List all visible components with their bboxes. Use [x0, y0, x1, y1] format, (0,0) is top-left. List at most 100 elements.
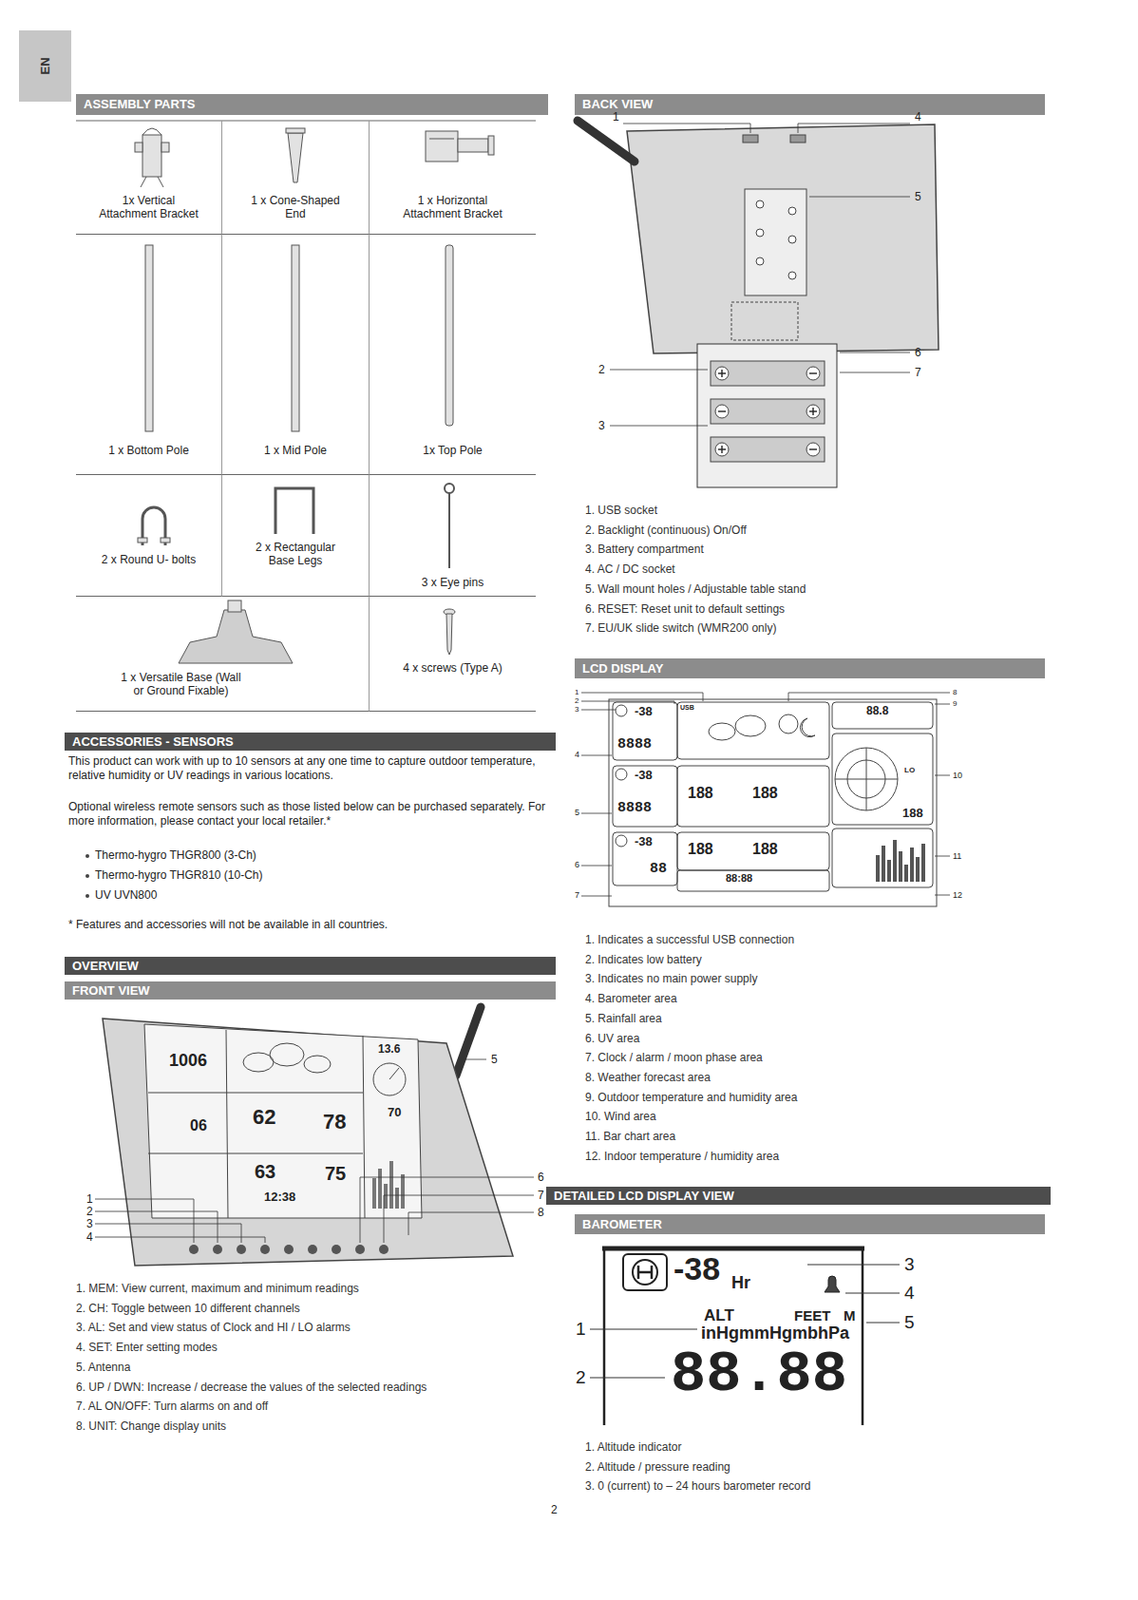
front-view-drawing	[455, 1006, 481, 1076]
lcd-layout-drawing	[778, 714, 798, 734]
lcd-layout-drawing	[612, 765, 678, 827]
list-item: 4. Barometer area	[585, 991, 678, 1006]
lcd-segment-text: 8888	[617, 736, 652, 754]
callout-number: 3	[598, 418, 606, 433]
callout-number: 3	[574, 704, 579, 715]
back-view-drawing	[788, 235, 797, 244]
part-name: 1x Vertical Attachment Bracket	[94, 193, 205, 221]
lcd-layout-drawing	[612, 832, 678, 886]
lcd-layout-drawing	[608, 699, 937, 907]
list-item: 5. Rainfall area	[585, 1011, 663, 1025]
lcd-detail-drawing	[603, 1248, 607, 1425]
list-item: 2. Backlight (continuous) On/Off	[585, 523, 747, 537]
body-text: Optional wireless remote sensors such as…	[68, 799, 549, 829]
part-drawing	[425, 131, 458, 162]
bullet-item: Thermo-hygro THGR800 (3-Ch)	[94, 848, 257, 862]
leader-line	[581, 813, 612, 815]
back-view-drawing	[710, 398, 825, 424]
bullet-item: Thermo-hygro THGR810 (10-Ch)	[94, 868, 264, 882]
list-item: 3. 0 (current) to – 24 hours barometer r…	[585, 1479, 811, 1493]
lcd-layout-drawing	[612, 701, 678, 760]
list-item: 1. Indicates a successful USB connection	[585, 932, 795, 947]
part-drawing	[287, 132, 304, 183]
leader-line	[581, 692, 950, 896]
back-view-drawing	[756, 228, 764, 237]
back-view-drawing	[697, 343, 837, 488]
leader-line	[360, 1176, 534, 1243]
front-view-drawing	[102, 1018, 513, 1266]
lcd-layout-drawing	[875, 839, 926, 882]
list-item: 5. Wall mount holes / Adjustable table s…	[585, 582, 806, 596]
section-band: ASSEMBLY PARTS	[75, 94, 549, 115]
lcd-segment-text: -38	[634, 703, 653, 720]
callout-number: 7	[914, 365, 922, 380]
back-view-drawing	[809, 372, 817, 374]
back-view-drawing	[790, 134, 806, 143]
section-band: DETAILED LCD DISPLAY VIEW	[546, 1186, 1051, 1205]
list-item: 2. Altitude / pressure reading	[585, 1460, 731, 1474]
part-name: 1x Top Pole	[422, 443, 483, 457]
leader-line	[609, 123, 911, 426]
back-view-drawing	[718, 410, 726, 412]
front-view-drawing	[331, 1244, 342, 1254]
lcd-segment-text: 188	[687, 839, 714, 858]
lcd-layout-drawing	[677, 870, 830, 892]
lcd-digits: 13.6	[378, 1042, 400, 1056]
front-view-drawing	[372, 1177, 377, 1209]
list-item: 10. Wind area	[585, 1109, 657, 1123]
part-drawing	[142, 128, 162, 135]
parts-table-cell: 2 x Round U- bolts	[75, 474, 223, 597]
leader-line	[839, 352, 911, 354]
back-view-drawing	[744, 189, 807, 296]
front-view-drawing	[400, 1174, 405, 1209]
part-drawing	[227, 600, 242, 612]
lcd-digits: 62	[252, 1104, 276, 1130]
part-name: 1 x Versatile Base (Wall or Ground Fixab…	[116, 670, 246, 698]
part-drawing	[134, 142, 143, 152]
front-view-drawing	[236, 1244, 247, 1254]
part-drawing	[429, 138, 455, 140]
section-heading: ACCESSORIES - SENSORS	[64, 732, 556, 751]
callout-number: 11	[952, 851, 962, 862]
list-item: 5. Antenna	[75, 1360, 131, 1374]
back-view-drawing	[710, 436, 825, 462]
leader-line	[788, 692, 950, 702]
leader-line	[609, 425, 708, 427]
section-band: LCD DISPLAY	[574, 658, 1045, 679]
part-drawing	[275, 488, 314, 534]
front-view-drawing	[389, 1067, 399, 1080]
back-view-drawing	[756, 257, 764, 266]
part-drawing	[160, 537, 171, 543]
part-name: 4 x screws (Type A)	[402, 661, 503, 675]
lcd-segment-text: 188	[902, 805, 924, 821]
list-item: 2. Indicates low battery	[585, 952, 702, 967]
part-name: 1 x Bottom Pole	[108, 443, 190, 457]
section-heading: LCD DISPLAY	[574, 658, 1045, 679]
callout-number: 1	[575, 1318, 587, 1341]
leader-line	[94, 1211, 218, 1243]
lcd-detail-drawing	[638, 1265, 652, 1279]
callout-number: 3	[86, 1216, 94, 1231]
parts-table-cell: 4 x screws (Type A)	[369, 596, 536, 712]
parts-table-cell: 1 x Cone-Shaped End	[222, 120, 370, 235]
part-name: 2 x Rectangular Base Legs	[247, 540, 343, 568]
leader-line	[609, 369, 708, 371]
section-band: FRONT VIEW	[64, 981, 556, 1000]
part-name: 1 x Cone-Shaped End	[243, 193, 348, 221]
front-view-drawing	[355, 1244, 365, 1254]
part-drawing	[142, 134, 162, 177]
callout-number: 4	[86, 1230, 94, 1244]
front-view-drawing	[189, 1244, 389, 1254]
leader-line	[839, 372, 911, 374]
lcd-layout-drawing	[832, 828, 933, 888]
language-tab: EN	[18, 30, 72, 102]
back-view-drawing	[577, 120, 939, 488]
leader-line	[581, 701, 675, 704]
part-name: 2 x Round U- bolts	[101, 552, 196, 567]
lcd-layout-drawing	[910, 847, 914, 882]
list-item: 7. Clock / alarm / moon phase area	[585, 1050, 763, 1064]
callout-number: 12	[952, 890, 963, 901]
leader-line	[934, 703, 950, 705]
callout-number: 5	[914, 189, 922, 204]
lcd-detail-drawing	[861, 1248, 865, 1425]
